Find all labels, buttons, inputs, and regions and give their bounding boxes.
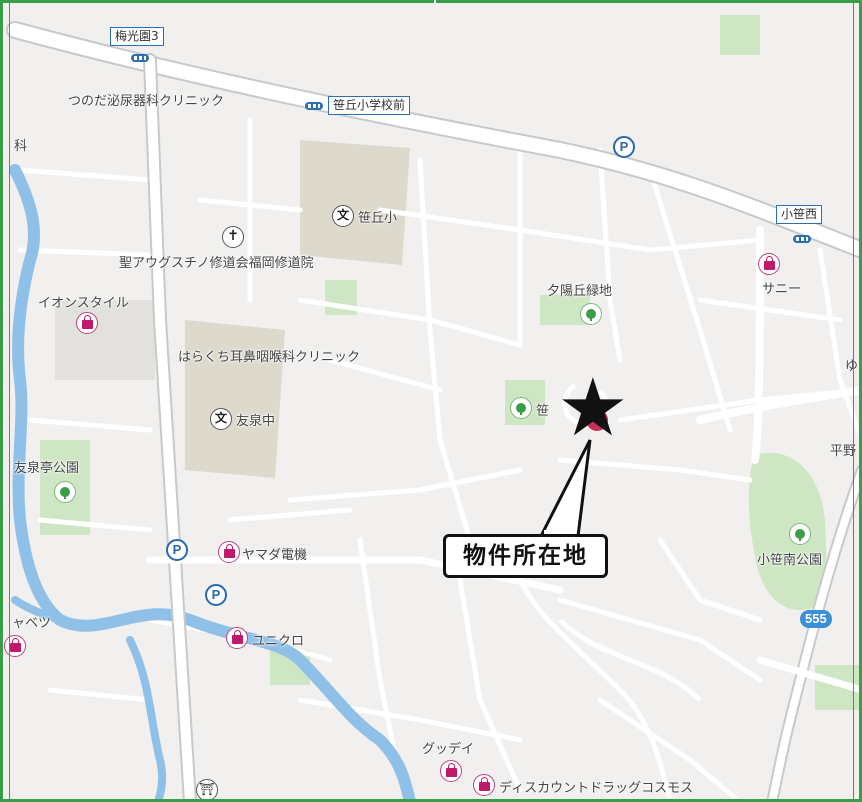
- place-label-kozasaminami: 小笹南公園: [757, 553, 823, 568]
- school-icon[interactable]: 文: [210, 408, 232, 430]
- place-label-sunny: サニー: [762, 282, 802, 297]
- parking-icon[interactable]: P: [613, 136, 635, 158]
- minor-streets: [17, 117, 862, 802]
- park-icon[interactable]: [580, 303, 602, 325]
- place-label-clinic-urology: つのだ泌尿器科クリニック: [68, 94, 225, 109]
- place-label-goodday: グッデイ: [422, 742, 475, 757]
- major-roads: [6, 21, 862, 802]
- shopping-bag-icon[interactable]: [440, 760, 462, 782]
- place-label-hirano: 平野: [830, 444, 857, 459]
- place-label-yumi: ゆみ: [845, 359, 862, 374]
- station-label-baikoen3[interactable]: 梅光園3: [110, 27, 164, 46]
- shopping-bag-icon[interactable]: [473, 774, 495, 796]
- shopping-bag-icon[interactable]: [758, 253, 780, 275]
- station-label-kozasanishi[interactable]: 小笹西: [776, 205, 823, 224]
- park-icon[interactable]: [510, 397, 532, 419]
- place-label-uniqlo: ユニクロ: [252, 634, 305, 649]
- property-callout-label: 物件所在地: [443, 534, 608, 578]
- place-label-church: 聖アウグスチノ修道会福岡修道院: [119, 256, 314, 271]
- place-label-clinic-ent: はらくち耳鼻咽喉科クリニック: [178, 350, 361, 365]
- parking-icon[interactable]: P: [205, 584, 227, 606]
- place-label-tomoizumitei: 友泉亭公園: [14, 461, 80, 476]
- shopping-bag-icon[interactable]: [218, 541, 240, 563]
- place-label-school-sasaoka: 笹丘小: [358, 211, 398, 226]
- church-icon[interactable]: ✝: [222, 226, 244, 248]
- place-label-cosmos: ディスカウントドラッグコスモス: [499, 781, 694, 796]
- shrine-icon[interactable]: ⛩: [196, 779, 218, 801]
- route-number-badge: 555: [800, 610, 832, 628]
- park-icon[interactable]: [54, 481, 76, 503]
- place-label-yamada: ヤマダ電機: [242, 548, 308, 563]
- frame-top: [0, 0, 862, 3]
- property-dot: [586, 409, 608, 431]
- shopping-bag-icon[interactable]: [4, 635, 26, 657]
- place-label-aeon: イオンスタイル: [38, 296, 129, 311]
- park-areas: [40, 15, 862, 710]
- station-label-sasaoka[interactable]: 笹丘小学校前: [328, 96, 411, 115]
- bus-stop-icon[interactable]: [793, 235, 811, 243]
- place-label-school-tomoizumi: 友泉中: [236, 414, 276, 429]
- shopping-bag-icon[interactable]: [76, 312, 98, 334]
- shopping-bag-icon[interactable]: [226, 627, 248, 649]
- property-star-marker[interactable]: ★: [557, 361, 629, 454]
- parking-icon[interactable]: P: [166, 539, 188, 561]
- school-icon[interactable]: 文: [332, 205, 354, 227]
- place-label-park-sasa: 笹: [536, 404, 550, 419]
- river: [9, 164, 416, 802]
- park-icon[interactable]: [789, 523, 811, 545]
- place-label-cabbage-edge: ャベツ: [12, 616, 52, 631]
- bus-stop-icon[interactable]: [305, 102, 323, 110]
- bus-stop-icon[interactable]: [131, 54, 149, 62]
- place-label-yuhigaoka: 夕陽丘緑地: [547, 284, 613, 299]
- place-label-clinic-edge: 科: [14, 139, 28, 154]
